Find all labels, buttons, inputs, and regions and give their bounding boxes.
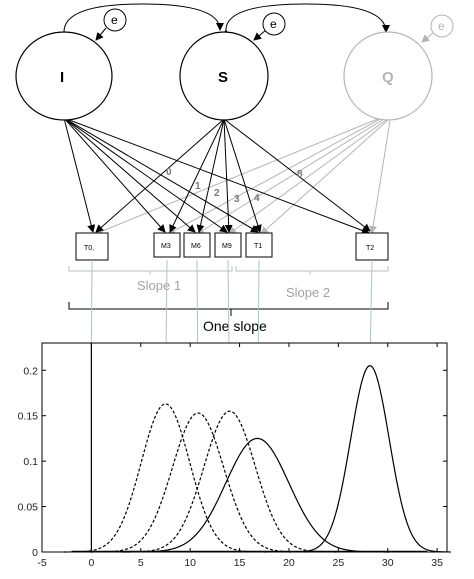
error-arrow-i [95, 27, 107, 41]
brace-slope-2-label: Slope 2 [286, 285, 330, 300]
error-circle-q [430, 14, 454, 38]
y-tick-label-3: 0.15 [18, 411, 39, 423]
brace-slope-1 [68, 266, 233, 275]
factor-quadratic-label: Q [382, 69, 394, 86]
error-circle-i [103, 8, 127, 32]
x-tick-label-7: 30 [382, 557, 394, 569]
loading-label-3: 3 [234, 194, 240, 205]
error-circle-s [262, 12, 286, 36]
density-curve-3 [121, 410, 338, 553]
brace-slope-2 [235, 266, 389, 275]
y-tick-label-4: 0.2 [23, 365, 38, 377]
y-tick-label-1: 0.05 [18, 502, 39, 514]
factor-quadratic [343, 31, 433, 121]
x-tick-label-6: 25 [332, 557, 344, 569]
factor-slope-label: S [218, 69, 228, 86]
measure-box-t1 [245, 232, 273, 258]
factor-intercept [15, 31, 113, 121]
loading-label-2: 2 [214, 188, 220, 199]
measure-label-t0: T0, [84, 245, 94, 252]
q-loading-paths [94, 117, 391, 236]
loading-label-1: 1 [195, 181, 201, 192]
error-arrow-q [421, 31, 435, 43]
measure-box-m3 [153, 232, 181, 258]
measure-label-m9: M9 [222, 243, 232, 250]
x-tick-label-1: 0 [88, 557, 94, 569]
factor-intercept-label: I [60, 69, 64, 86]
error-label-q: e [438, 19, 445, 33]
factor-slope [179, 31, 269, 121]
x-tick-label-2: 5 [138, 557, 144, 569]
measure-box-m9 [214, 232, 242, 258]
measure-box-t0 [75, 232, 109, 261]
loading-label-8: 8 [297, 169, 303, 180]
x-tick-label-5: 20 [283, 557, 295, 569]
x-tick-label-3: 10 [184, 557, 196, 569]
density-curve-2 [90, 412, 306, 553]
covariance-arc-i-s [59, 3, 224, 40]
y-tick-label-0: 0 [32, 547, 38, 559]
error-label-s: e [270, 17, 277, 31]
i-loading-paths [63, 117, 370, 235]
s-loading-paths [95, 118, 371, 233]
brace-one-slope-label: One slope [203, 318, 267, 334]
error-label-i: e [111, 13, 118, 27]
density-curve-5 [289, 365, 451, 553]
y-tick-label-2: 0.1 [23, 456, 38, 468]
measure-box-m6 [183, 232, 211, 258]
x-tick-label-4: 15 [234, 557, 246, 569]
x-tick-label-0: -5 [37, 557, 46, 569]
guide-line-1 [90, 259, 93, 344]
loading-label-0: 0 [166, 167, 172, 178]
x-tick-label-8: 35 [431, 557, 443, 569]
measure-label-m6: M6 [191, 243, 201, 250]
measure-label-t1: T1 [254, 243, 262, 250]
measure-label-t2: T2 [366, 245, 374, 252]
loading-label-4: 4 [254, 193, 260, 204]
covariance-arc-s-q [221, 3, 390, 38]
brace-slope-1-label: Slope 1 [137, 278, 181, 293]
measure-label-m3: M3 [161, 243, 171, 250]
error-arrow-s [253, 29, 267, 41]
density-curve-4 [124, 437, 391, 553]
